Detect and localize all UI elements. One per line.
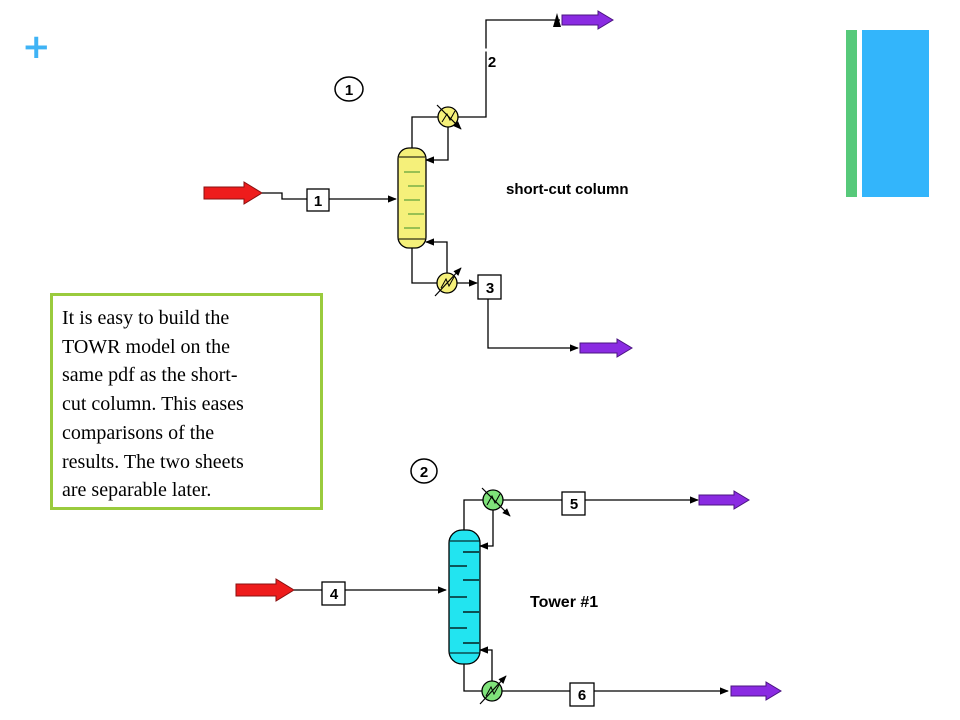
tower-bottoms-product-arrow	[730, 681, 782, 701]
svg-text:1: 1	[345, 82, 353, 99]
note-line: TOWR model on the	[62, 335, 230, 358]
svg-text:5: 5	[570, 496, 578, 513]
note-line: results. The two sheets	[62, 450, 244, 473]
tower-column-vessel	[448, 529, 481, 665]
diagram-marker-2: 2	[410, 458, 438, 484]
stream-5-label: 5	[561, 491, 586, 516]
tower-distillate-product-arrow	[698, 490, 750, 510]
tower-feed-arrow	[235, 578, 295, 602]
tower-label: Tower #1	[530, 594, 598, 611]
shortcut-column-label: short-cut column	[506, 181, 629, 198]
accent-bar-blue	[862, 30, 929, 197]
shortcut-distillate-product-arrow	[561, 10, 614, 30]
shortcut-feed-arrow	[203, 181, 263, 205]
shortcut-condenser	[436, 104, 462, 130]
svg-text:1: 1	[314, 193, 322, 210]
svg-text:6: 6	[578, 687, 586, 704]
shortcut-reboiler	[434, 267, 462, 297]
stream-6-label: 6	[569, 682, 595, 707]
tower-flowsheet: 2 4	[235, 458, 782, 707]
tower-condenser	[481, 487, 511, 517]
note-line: comparisons of the	[62, 421, 215, 444]
note-line: are separable later.	[62, 479, 212, 502]
shortcut-bottoms-product-arrow	[579, 338, 633, 358]
note-callout: It is easy to build the TOWR model on th…	[50, 293, 323, 510]
stream-1-label: 1	[306, 188, 330, 212]
stream-2-label: 2	[481, 48, 496, 71]
svg-text:4: 4	[330, 586, 339, 603]
stream-4-label: 4	[321, 581, 346, 606]
shortcut-flowsheet: 1 1	[203, 10, 633, 358]
svg-text:2: 2	[488, 54, 496, 71]
shortcut-column-vessel	[397, 147, 427, 249]
note-line: It is easy to build the	[62, 307, 230, 329]
accent-bar-green	[846, 30, 857, 197]
svg-text:3: 3	[486, 280, 494, 297]
svg-text:2: 2	[420, 464, 428, 481]
note-line: same pdf as the short-	[62, 364, 238, 387]
stream-3-label: 3	[477, 274, 502, 300]
note-line: cut column. This eases	[62, 393, 244, 416]
diagram-marker-1: 1	[334, 76, 364, 102]
slide-bullet-plus: +	[22, 27, 51, 67]
tower-reboiler	[479, 675, 507, 705]
